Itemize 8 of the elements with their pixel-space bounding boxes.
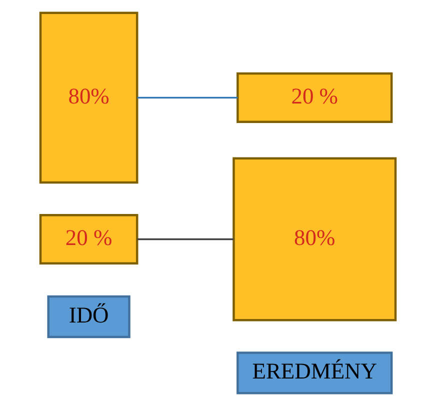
node-box: 80% — [38, 12, 138, 184]
connector — [136, 238, 234, 240]
node-box: 20 % — [38, 214, 138, 264]
node-box: 20 % — [236, 72, 392, 123]
node-box: IDŐ — [46, 295, 130, 338]
node-box: EREDMÉNY — [236, 352, 392, 394]
node-box: 80% — [232, 157, 396, 322]
connector — [136, 96, 238, 99]
